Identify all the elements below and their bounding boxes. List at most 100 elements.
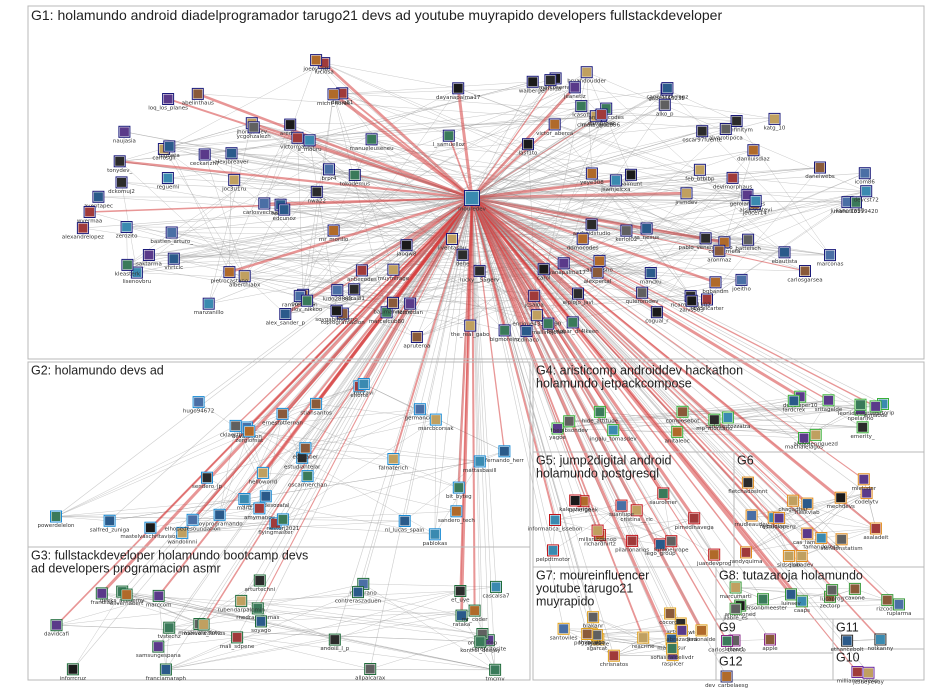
node-icom86[interactable]: icom86: [855, 167, 876, 186]
node-carlosvechucho[interactable]: carlosvechucho: [243, 197, 287, 216]
node-inforrcruz[interactable]: inforrcruz: [60, 663, 86, 682]
node-victor_aberca[interactable]: victor_aberca: [536, 118, 573, 137]
node-bit_byteg[interactable]: bit_byteg: [446, 481, 472, 500]
node-kleasterk[interactable]: kleasterk: [115, 258, 141, 277]
node-lugbeta[interactable]: lugbeta: [159, 140, 180, 159]
node-pelpdtmotor[interactable]: pelpdtmotor: [536, 544, 571, 563]
node-edusaber[interactable]: edusaber: [293, 442, 319, 461]
node-marcelcub80[interactable]: marcelcub80: [369, 306, 405, 325]
node-nwa22[interactable]: nwa22: [308, 185, 326, 204]
node-sendero_jp[interactable]: sendero_jp: [192, 471, 222, 490]
node-mp_montano[interactable]: mp_montano: [696, 413, 733, 432]
node-alsjesnoteyi[interactable]: alsjesnoteyi: [739, 194, 773, 213]
node-dayanapalma17[interactable]: dayanapalma17: [436, 82, 481, 101]
node-cdcal81[interactable]: cdcal81: [343, 283, 365, 302]
node-marcumarti[interactable]: marcumarti: [720, 581, 753, 600]
node-soygabimoreno[interactable]: soygabimoreno: [315, 304, 358, 323]
node-elhopedesoundation[interactable]: elhopedesoundation: [165, 513, 222, 532]
node-mieluder[interactable]: mieluder: [852, 473, 877, 492]
node-abelinthaus[interactable]: abelinthaus: [182, 87, 214, 106]
node-sritagelde[interactable]: sritagelde: [815, 394, 843, 413]
node-marconas[interactable]: marconas: [817, 249, 844, 268]
node-the_real_gabo[interactable]: the_real_gabo: [451, 319, 490, 338]
node-hide_attitude[interactable]: hide_attitude: [582, 405, 619, 424]
node-lamandoresa[interactable]: lamandoresa: [803, 532, 839, 551]
node-rizcoder[interactable]: rizcoder: [876, 594, 899, 613]
node-roccavi[interactable]: roccavi: [354, 378, 374, 397]
node-reacrine[interactable]: reacrine: [632, 631, 655, 650]
node-palmunt[interactable]: palmunt: [620, 168, 644, 187]
node-yeye308[interactable]: yeye308: [580, 167, 604, 186]
node-ruplarma[interactable]: ruplarma: [886, 598, 912, 617]
node-mr_coder[interactable]: mr_coder: [462, 604, 489, 623]
node-fernando_herr[interactable]: fernando_herr: [485, 445, 524, 464]
node-zanalda[interactable]: zanalda: [540, 74, 562, 93]
node-davidcafi[interactable]: davidcafi: [44, 619, 69, 638]
node-l_samuelloz[interactable]: l_samuelloz: [433, 129, 465, 148]
node-caaps[interactable]: caaps: [794, 595, 810, 614]
node-cas_lamas[interactable]: cas_lamas: [793, 527, 822, 546]
node-apruteroa[interactable]: apruteroa: [403, 331, 430, 350]
node-fardcrex[interactable]: fardcrex: [782, 394, 806, 413]
node-stiansantos[interactable]: stiansantos: [300, 397, 332, 416]
node-caxone[interactable]: caxone: [845, 582, 865, 601]
node-bgbandm[interactable]: bgbandm: [702, 276, 729, 295]
node-notkanny[interactable]: notkanny: [868, 633, 894, 652]
node-zergiofnat[interactable]: zergiofnat: [235, 425, 264, 444]
node-cogual_r[interactable]: cogual_r: [645, 306, 669, 325]
node-apple[interactable]: apple: [762, 633, 778, 652]
node-manueleuseneu[interactable]: manueleuseneu: [350, 133, 394, 152]
node-chrisnatos[interactable]: chrisnatos: [600, 649, 629, 668]
node-nl_lucas_spain[interactable]: nl_lucas_spain: [385, 515, 425, 534]
node-frandiaz[interactable]: frandiaz: [91, 587, 113, 606]
node-ceckarizh7[interactable]: ceckarizh7: [190, 148, 220, 167]
node-lcasoft[interactable]: lcasoft: [572, 100, 591, 119]
node-amymancu[interactable]: amymancu: [244, 502, 275, 521]
node-arturtechni[interactable]: arturtechni: [244, 574, 276, 593]
node-hugo94672[interactable]: hugo94672: [183, 396, 214, 415]
node-ernestotfernan[interactable]: ernestotfernan: [262, 407, 303, 426]
node-anbecodes[interactable]: anbecodes: [347, 264, 377, 283]
node-abrazadera[interactable]: abrazadera: [666, 624, 698, 643]
node-devimorphaus[interactable]: devimorphaus: [713, 171, 752, 190]
node-dayanapalma17[interactable]: dayanapalma17: [541, 257, 586, 276]
node-cocorgo[interactable]: cocorgo: [659, 607, 682, 626]
node-pablokas[interactable]: pablokas: [423, 528, 448, 547]
node-cascalsa7[interactable]: cascalsa7: [483, 580, 510, 599]
node-ncdinaco[interactable]: ncdinaco: [514, 325, 540, 344]
node-dambrook[interactable]: dambrook: [588, 108, 617, 127]
node-aredlyn[interactable]: aredlyn: [280, 118, 301, 137]
node-quieromdev[interactable]: quieromdev: [626, 286, 660, 305]
node-daniluisdiaz[interactable]: daniluisdiaz: [737, 144, 770, 163]
node-baumannzone[interactable]: baumannzone: [373, 296, 413, 315]
node-naujasia[interactable]: naujasia: [113, 125, 136, 144]
node-ycgonzalezh[interactable]: ycgonzalezh: [237, 121, 272, 140]
node-zaivs593[interactable]: zaivs593: [679, 294, 704, 313]
node-pogrimalf[interactable]: pogrimalf: [574, 628, 601, 647]
node-lucaprog[interactable]: lucaprog: [820, 584, 844, 603]
node-salfred_zuniga[interactable]: salfred_zuniga: [90, 514, 130, 533]
node-ra_nexus[interactable]: ra_nexus: [634, 222, 659, 241]
node-edcunoz[interactable]: edcunoz: [273, 203, 296, 222]
node-tvstechz[interactable]: tvstechz: [158, 621, 181, 640]
node-berriobar_dr4lkeen[interactable]: berriobar_dr4lkeen: [547, 316, 600, 335]
node-bryandoudder[interactable]: bryandoudder: [567, 66, 607, 85]
node-helloworld[interactable]: helloworld: [249, 466, 277, 485]
node-alex_sander_p[interactable]: alex_sander_p: [266, 308, 306, 327]
node-ludo28860[interactable]: ludo28860: [323, 284, 353, 303]
node-joeoy_ritf[interactable]: joeoy_ritf: [302, 54, 330, 73]
node-alexandrelopez[interactable]: alexandrelopez: [62, 222, 104, 241]
node-manz[interactable]: manz: [237, 493, 252, 512]
node-informatica_issebon[interactable]: informatica_issebon: [527, 514, 583, 533]
node-thegibsondev[interactable]: thegibsondev: [551, 415, 589, 434]
node-vhrtclc[interactable]: vhrtclc: [164, 252, 183, 271]
node-friamendesozafal[interactable]: friamendesozafal: [242, 490, 290, 509]
node-samsungespana[interactable]: samsungespana: [136, 640, 181, 659]
node-randyquima[interactable]: randyquima: [729, 546, 763, 565]
node-soyago[interactable]: soyago: [251, 615, 271, 634]
node-andoiil_l_p[interactable]: andoiil_l_p: [320, 633, 350, 652]
node-marcbcorsak[interactable]: marcbcorsak: [418, 413, 454, 432]
node-composebot[interactable]: composebot: [666, 405, 701, 424]
node-canelaccarrapz[interactable]: canelaccarrapz: [647, 82, 689, 101]
node-ddmocodes[interactable]: ddmocodes: [567, 232, 599, 251]
